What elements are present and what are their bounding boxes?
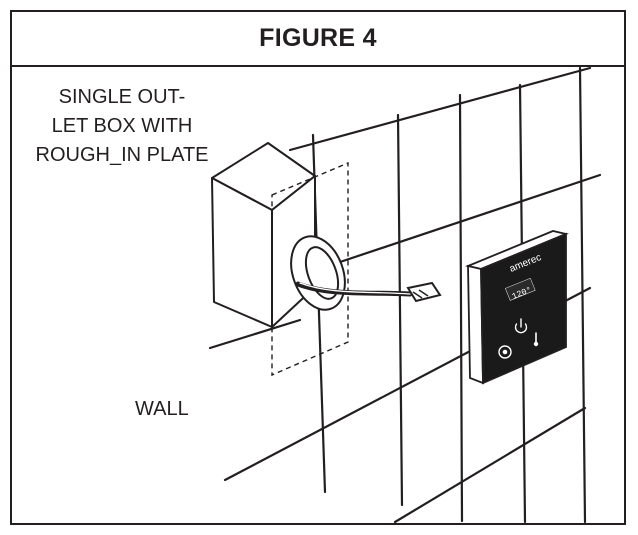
- power-icon[interactable]: [514, 318, 528, 334]
- connector-clip: [412, 291, 423, 299]
- control-panel: amerec 120°: [465, 230, 569, 385]
- cable-highlight: [299, 282, 411, 295]
- connector-detail: [418, 289, 429, 297]
- cable-connector: [406, 281, 442, 303]
- thermometer-icon[interactable]: [533, 332, 539, 347]
- grout-diagonal-4: [393, 406, 587, 524]
- wall-label: WALL: [135, 398, 189, 420]
- grout-diagonal-1: [288, 66, 592, 152]
- panel-display: [504, 277, 536, 301]
- grout-vertical-3: [458, 93, 464, 523]
- outlet-box-callout: SINGLE OUT- LET BOX WITH ROUGH_IN PLATE: [22, 83, 222, 170]
- outlet-box-label-line3: ROUGH_IN PLATE: [35, 144, 209, 166]
- figure-title: FIGURE 4: [259, 24, 377, 52]
- grout-vertical-2: [396, 113, 404, 507]
- connector-body: [406, 281, 442, 303]
- control-cable: [295, 281, 413, 297]
- grout-diagonal-2b: [338, 173, 602, 264]
- grout-vertical-5: [578, 66, 587, 524]
- panel-face: [480, 232, 567, 385]
- outlet-box-label-line2: LET BOX WITH: [51, 115, 193, 137]
- figure-title-bar: FIGURE 4: [12, 12, 624, 67]
- steam-icon[interactable]: [498, 345, 512, 359]
- grommet-inner: [304, 246, 340, 300]
- outlet-box: [211, 142, 316, 328]
- outlet-box-label-line1: SINGLE OUT-: [58, 86, 186, 108]
- grout-diagonal-2a: [208, 318, 302, 350]
- rough-in-plate-outline: [271, 161, 349, 377]
